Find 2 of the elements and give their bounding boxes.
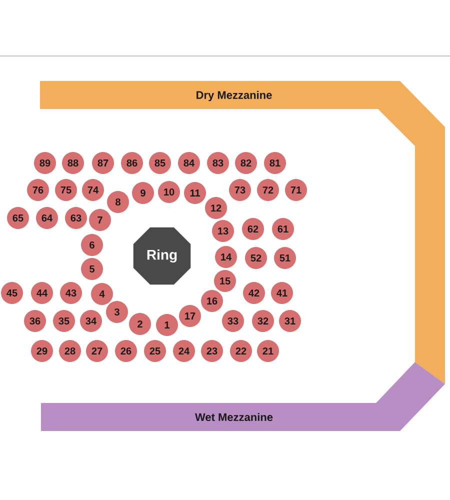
mezzanine-band: Wet Mezzanine (41, 362, 445, 431)
ring-octagon: Ring (133, 227, 191, 285)
